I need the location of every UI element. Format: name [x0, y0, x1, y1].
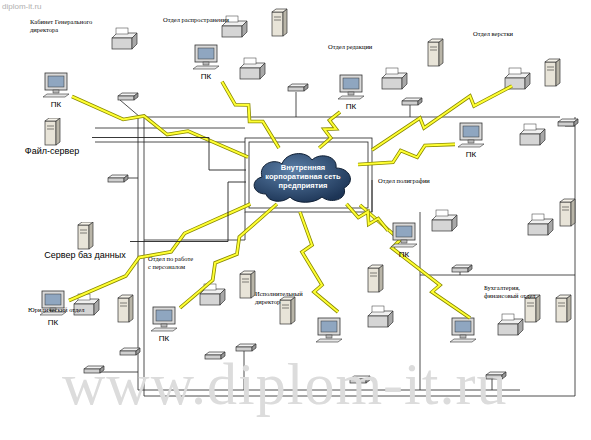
department-label: Отдел полиграфии: [378, 177, 448, 185]
department-label: Бухгалтерия, финансовый отдел: [484, 284, 554, 300]
device-icon: [118, 93, 138, 100]
backbone-frame: [249, 142, 368, 208]
wire: [144, 212, 245, 240]
wire: [120, 100, 140, 117]
device-icon: [428, 39, 443, 66]
wire: [95, 142, 245, 143]
network-cloud: Внутренняя корпоративная сеть предприяти…: [248, 148, 358, 204]
device-icon: [520, 124, 545, 145]
lightning-link: [372, 86, 512, 150]
lightning-link: [300, 212, 338, 312]
wire: [420, 275, 575, 276]
lightning-link: [319, 112, 340, 148]
device-icon: [525, 295, 540, 322]
department-label: Отдел по работе с персоналом: [148, 255, 196, 271]
monitor-icon: [39, 290, 67, 318]
monitor-icon: [457, 122, 485, 150]
department-label: Кабинет Генерального директора: [30, 18, 100, 34]
wire: [372, 180, 373, 212]
device-icon: [528, 214, 553, 235]
monitor-icon: [150, 306, 178, 334]
node-label: Файл-сервер: [12, 146, 92, 157]
server-icon: [71, 222, 99, 250]
server: Файл-сервер: [12, 118, 92, 157]
network-cable: [92, 138, 246, 171]
wire: [140, 117, 560, 118]
wire: [296, 92, 297, 117]
device-icon: [498, 314, 523, 335]
device-icon: [560, 199, 575, 226]
department-label: Отдел верстки: [473, 30, 535, 38]
device-icon: [108, 175, 128, 182]
server-icon: [38, 118, 66, 146]
server: Сервер баз данных: [40, 222, 130, 261]
wire: [460, 272, 461, 275]
device-icon: [558, 119, 578, 126]
department-label: Отдел редакции: [328, 43, 390, 51]
lightning-link: [360, 205, 470, 318]
monitor-icon: [337, 74, 365, 102]
lightning-link: [358, 144, 455, 164]
device-icon: [272, 9, 287, 36]
department-label: Отдел распространения: [163, 16, 258, 24]
workstation: ПК: [335, 74, 367, 112]
workstation: ПК: [455, 122, 487, 160]
lightning-link: [300, 212, 338, 312]
node-label: Сервер баз данных: [40, 250, 130, 261]
device-icon: [402, 98, 422, 105]
lightning-link: [222, 82, 279, 148]
node-label: ПК: [455, 150, 487, 160]
network-cable: [130, 182, 246, 242]
node-label: ПК: [37, 318, 69, 328]
device-icon: [452, 265, 472, 272]
device-icon: [316, 318, 342, 342]
watermark: diplom-it.ru: [2, 2, 42, 11]
lightning-link: [347, 204, 388, 231]
node-label: ПК: [148, 334, 180, 344]
lightning-link: [72, 97, 248, 158]
monitor-icon: [192, 44, 220, 72]
workstation: ПК: [388, 222, 420, 260]
device-icon: [368, 306, 393, 327]
wire: [410, 105, 411, 117]
device-icon: [240, 58, 265, 79]
node-label: ПК: [40, 100, 72, 110]
device-icon: [288, 84, 308, 91]
department-label: Исполнительный директор: [255, 290, 311, 306]
workstation: ПК: [40, 72, 72, 110]
device-icon: [432, 210, 457, 231]
device-icon: [556, 295, 571, 322]
lightning-link: [360, 205, 470, 318]
device-icon: [450, 318, 476, 342]
department-label: Юридический отдел: [28, 306, 100, 314]
device-icon: [118, 295, 133, 322]
workstation: ПК: [190, 44, 222, 82]
device-icon: [112, 28, 137, 49]
node-label: ПК: [190, 72, 222, 82]
node-label: Внутренняя корпоративная сеть предприяти…: [248, 163, 358, 190]
workstation: ПК: [148, 306, 180, 344]
device-icon: [236, 344, 256, 351]
device-icon: [240, 271, 255, 298]
lightning-link: [372, 86, 512, 150]
wire: [138, 117, 520, 390]
backbone-frame: [245, 138, 372, 212]
node-label: ПК: [388, 250, 420, 260]
device-icon: [382, 68, 407, 89]
device-icon: [368, 265, 383, 292]
watermark: www.diplom-it.ru: [62, 350, 507, 419]
monitor-icon: [42, 72, 70, 100]
wire: [95, 128, 245, 129]
device-icon: [545, 59, 560, 86]
node-label: ПК: [335, 102, 367, 112]
monitor-icon: [390, 222, 418, 250]
device-icon: [280, 297, 295, 324]
